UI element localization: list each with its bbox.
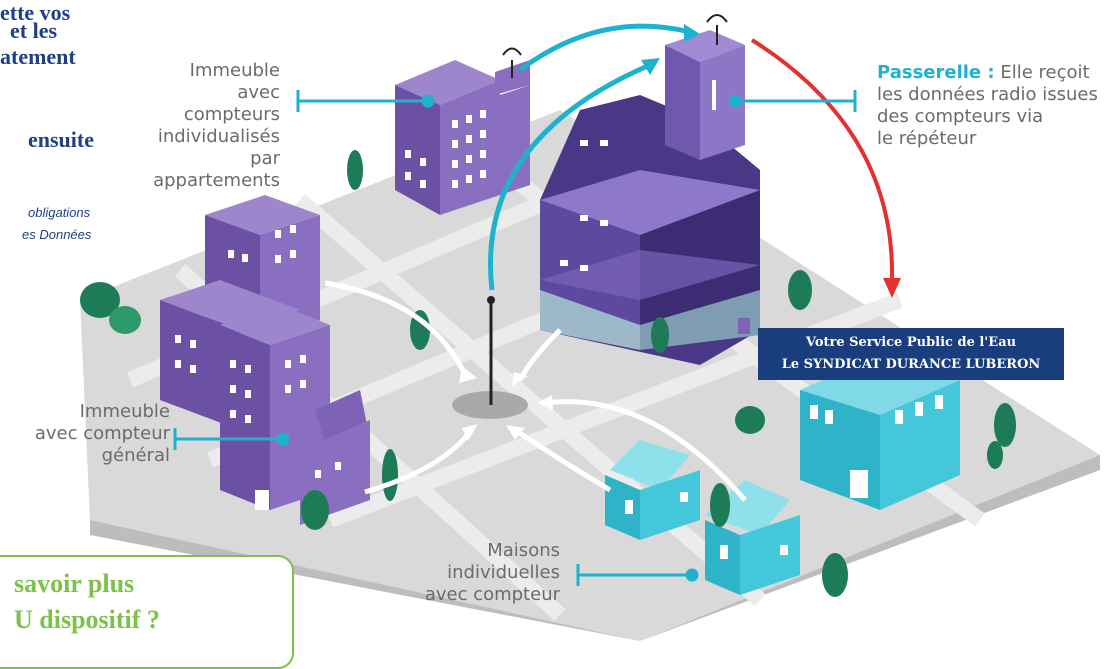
- learn-more-box[interactable]: savoir plus U dispositif ?: [0, 555, 294, 669]
- red-arrow: [750, 38, 895, 281]
- cyan-arrowhead-up: [641, 58, 660, 75]
- label-line: général: [101, 445, 170, 466]
- service-public-banner: Votre Service Public de l'Eau Le SYNDICA…: [758, 328, 1064, 380]
- label-maisons: Maisons individuelles avec compteur: [410, 540, 560, 606]
- label-line: individuelles: [447, 562, 560, 583]
- repeater-icon: [487, 296, 495, 304]
- left-text-line-2: et les: [10, 18, 58, 43]
- passerelle-line-4: le répéteur: [877, 128, 977, 149]
- passerelle-line-3: des compteurs via: [877, 106, 1044, 127]
- learn-more-line-2: U dispositif ?: [14, 605, 160, 634]
- cyan-arrow-up: [488, 62, 651, 291]
- left-text-line-4: ensuite: [28, 127, 94, 152]
- cyan-arrow-top: [518, 23, 691, 73]
- label-passerelle: Passerelle : Elle reçoit les données rad…: [877, 62, 1109, 150]
- network-illustration: [80, 14, 1100, 641]
- cyan-arrowhead-top: [684, 24, 700, 42]
- building-tower-gateway: [540, 14, 760, 365]
- building-individualised: [395, 47, 530, 215]
- label-line: Maisons: [487, 540, 560, 561]
- label-immeuble-individualise: Immeuble avec compteurs individualisés p…: [150, 60, 280, 192]
- left-text-line-3: atement: [0, 44, 76, 69]
- label-line: avec compteurs: [183, 82, 280, 125]
- left-text-line-1: ette vos: [0, 0, 71, 25]
- passerelle-line-2: les données radio issues: [877, 84, 1098, 105]
- red-arrowhead: [883, 278, 901, 298]
- passerelle-title: Passerelle :: [877, 62, 995, 83]
- passerelle-line-1: Elle reçoit: [1000, 62, 1090, 83]
- label-line: individualisés par: [157, 126, 280, 169]
- label-line: Immeuble: [189, 60, 280, 81]
- label-line: Immeuble: [79, 401, 170, 422]
- label-line: avec compteur: [34, 423, 170, 444]
- building-general-meter: [160, 195, 370, 525]
- label-immeuble-general: Immeuble avec compteur général: [20, 401, 170, 467]
- white-arrowheads: [459, 366, 553, 441]
- learn-more-line-1: savoir plus: [14, 569, 135, 598]
- callout-lines: [173, 90, 857, 586]
- left-italic-line-1: obligations: [28, 205, 91, 220]
- label-line: avec compteur: [424, 584, 560, 605]
- banner-line-2: Le SYNDICAT DURANCE LUBERON: [781, 357, 1041, 372]
- banner-line-1: Votre Service Public de l'Eau: [805, 335, 1017, 350]
- left-italic-line-2: es Données: [22, 227, 92, 242]
- trees: [80, 150, 1016, 597]
- label-line: appartements: [153, 170, 280, 191]
